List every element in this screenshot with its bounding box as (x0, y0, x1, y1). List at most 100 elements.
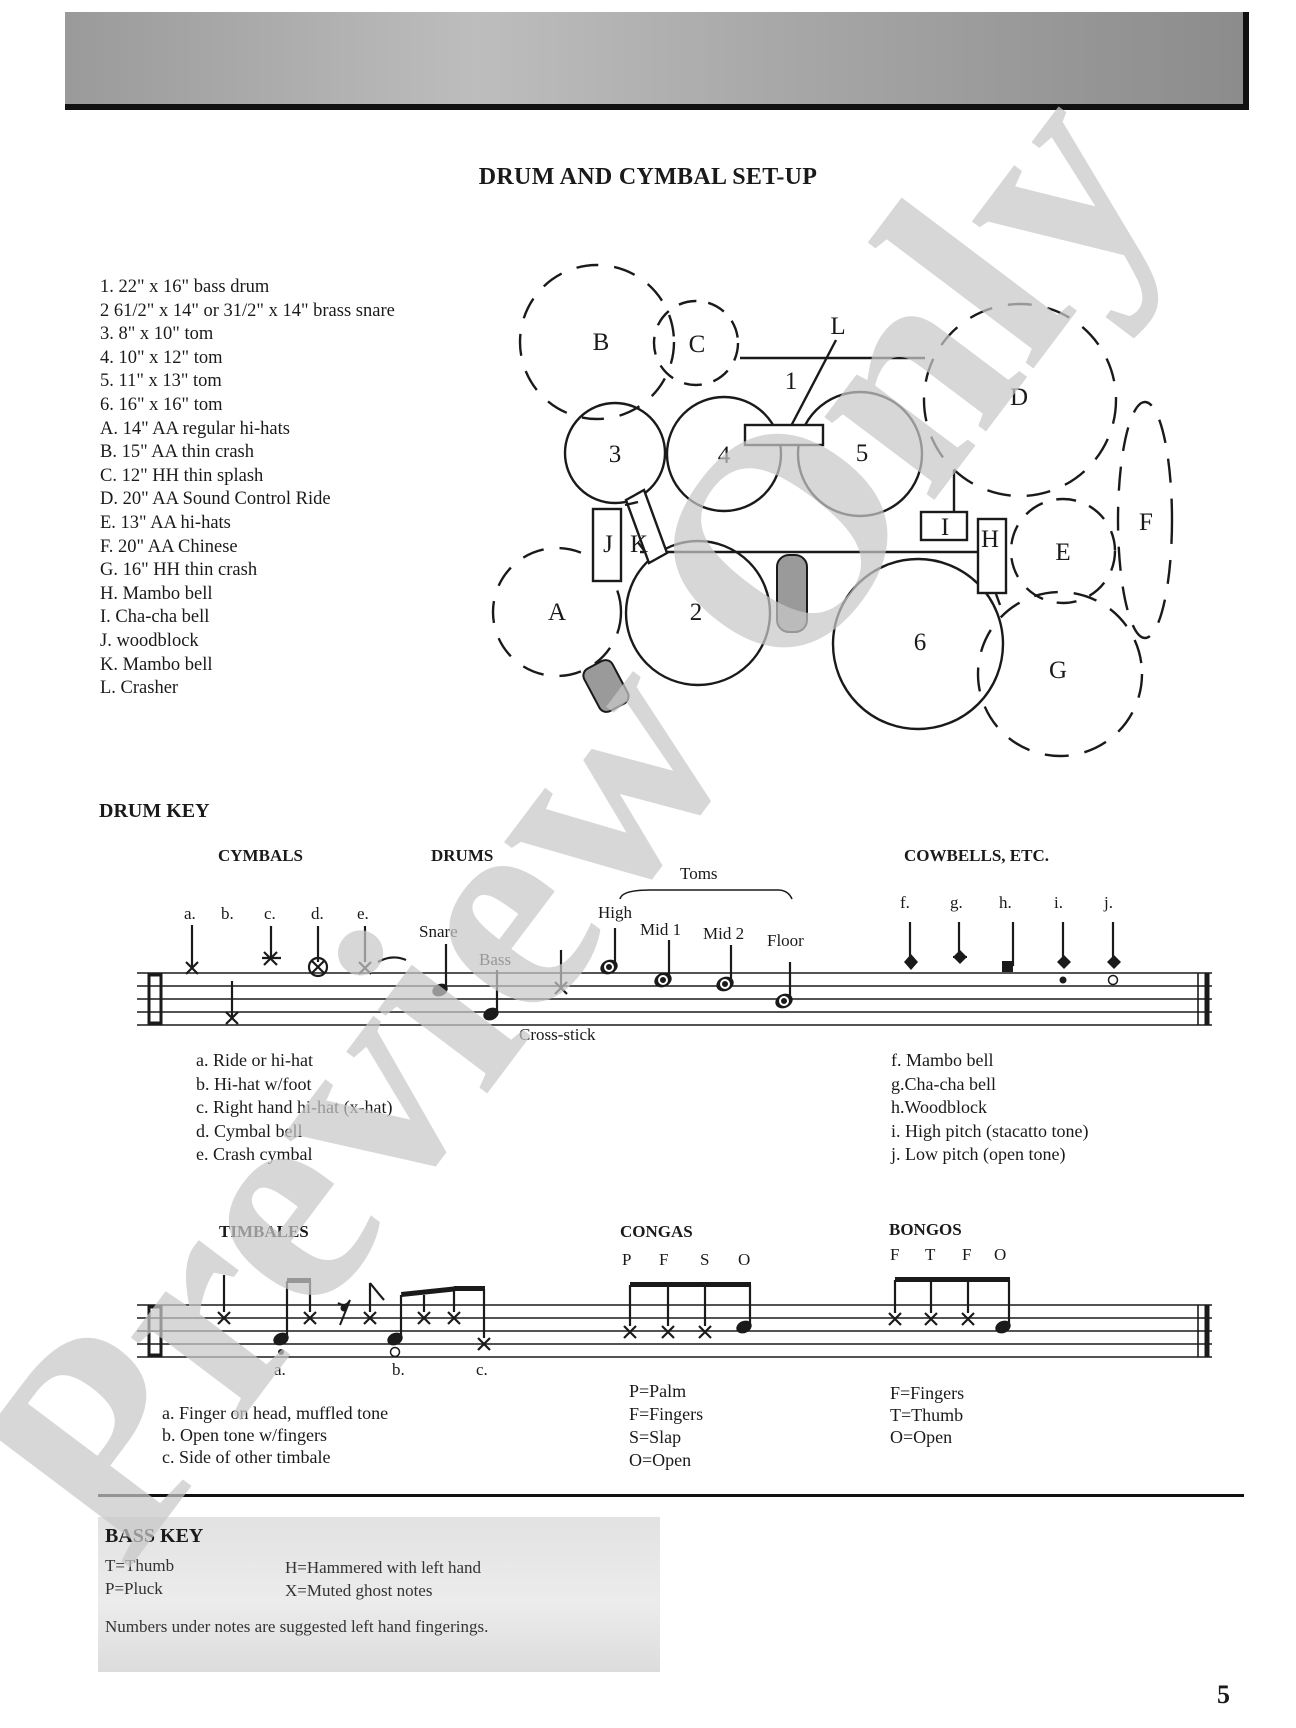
timbale-letter-c: c. (476, 1360, 488, 1379)
label-K: K (630, 531, 648, 558)
cymbal-letter-c: c. (264, 904, 276, 923)
conga-stroke-f: F (659, 1250, 669, 1269)
cymbal-c (652, 299, 740, 387)
bongo-descriptions: F=Fingers T=Thumb O=Open (890, 1382, 964, 1448)
legend-item: C. 12" HH thin splash (100, 465, 264, 486)
conga-descriptions: P=Palm F=Fingers S=Slap O=Open (629, 1380, 703, 1472)
cross-stick-label: Cross-stick (519, 1025, 596, 1044)
tom-3 (563, 401, 667, 505)
page-title: DRUM AND CYMBAL SET-UP (478, 164, 818, 190)
section-divider (98, 1494, 1244, 1497)
bongo-stroke-f2: F (962, 1245, 972, 1264)
mid2-tom-label: Mid 2 (703, 924, 745, 943)
label-J: J (603, 531, 613, 558)
label-H: H (981, 526, 999, 553)
cymbal-desc: a. Ride or hi-hat (196, 1050, 313, 1070)
cymbal-f (1116, 400, 1174, 640)
label-5: 5 (856, 440, 869, 467)
bass-key-heading: BASS KEY (105, 1525, 204, 1547)
bass-key-item: H=Hammered with left hand (285, 1558, 482, 1577)
legend-item: J. woodblock (100, 630, 199, 651)
cymbal-desc: e. Crash cymbal (196, 1144, 313, 1165)
setup-legend: 1. 22" x 16" bass drum 2 61/2" x 14" or … (100, 276, 395, 701)
timbale-desc: a. Finger on head, muffled tone (162, 1403, 389, 1423)
conga-desc: S=Slap (629, 1427, 682, 1447)
cymbal-desc: d. Cymbal bell (196, 1120, 303, 1141)
bongo-desc: O=Open (890, 1427, 953, 1447)
mambo-bell-h-box (976, 517, 1008, 595)
conga-desc: O=Open (629, 1450, 692, 1470)
legend-item: G. 16" HH thin crash (100, 560, 258, 581)
high-tom-label: High (598, 903, 632, 922)
legend-item: I. Cha-cha bell (100, 607, 210, 628)
timbale-desc: b. Open tone w/fingers (162, 1425, 327, 1445)
bongo-stroke-t: T (925, 1245, 936, 1264)
label-3: 3 (609, 441, 622, 468)
cowbell-letter-i: i. (1054, 893, 1063, 912)
woodblock-box (591, 507, 623, 583)
legend-item: K. Mambo bell (100, 654, 213, 675)
conga-stroke-o: O (738, 1250, 751, 1269)
bass-key-box (98, 1517, 660, 1672)
legend-item: F. 20" AA Chinese (100, 536, 238, 557)
bass-key-left: T=Thumb P=Pluck (105, 1554, 174, 1600)
conga-stroke-p: P (622, 1250, 632, 1269)
legend-item: L. Crasher (100, 678, 179, 699)
legend-item: H. Mambo bell (100, 583, 213, 604)
bongos-heading: BONGOS (889, 1220, 962, 1239)
label-6: 6 (914, 629, 927, 656)
drum-key-heading: DRUM KEY (99, 800, 210, 822)
label-C: C (689, 331, 706, 358)
legend-item: B. 15" AA thin crash (100, 442, 255, 463)
label-L: L (830, 313, 845, 340)
congas-heading: CONGAS (620, 1222, 693, 1241)
tom-6 (831, 557, 1005, 731)
header-bar (65, 12, 1249, 110)
cowbell-letter-g: g. (950, 893, 963, 912)
snare-drum (624, 539, 772, 687)
cymbal-desc: c. Right hand hi-hat (x-hat) (196, 1097, 393, 1118)
label-2: 2 (690, 599, 703, 626)
cymbal-desc: b. Hi-hat w/foot (196, 1073, 312, 1094)
legend-item: 1. 22" x 16" bass drum (100, 277, 270, 297)
cowbells-heading: COWBELLS, ETC. (904, 846, 1050, 865)
legend-item: D. 20" AA Sound Control Ride (100, 489, 331, 510)
conga-desc: P=Palm (629, 1381, 687, 1401)
cymbals-heading: CYMBALS (218, 846, 304, 865)
snare-label: Snare (419, 922, 458, 941)
bass-pedal (776, 554, 808, 633)
crasher-box (743, 423, 825, 447)
label-A: A (548, 599, 566, 626)
bass-key-right: H=Hammered with left hand X=Muted ghost … (285, 1556, 481, 1602)
hihat-pedal (582, 659, 630, 713)
label-1: 1 (785, 368, 798, 395)
cowbell-letter-h: h. (999, 893, 1012, 912)
cowbell-desc: i. High pitch (stacatto tone) (891, 1120, 1089, 1141)
timbale-descriptions: a. Finger on head, muffled tone b. Open … (162, 1402, 388, 1468)
bass-key-item: P=Pluck (105, 1579, 163, 1598)
cymbal-letter-e: e. (357, 904, 369, 923)
cowbell-desc: g.Cha-cha bell (891, 1073, 996, 1094)
page-number: 5 (1217, 1680, 1230, 1709)
cymbal-letter-a: a. (184, 904, 196, 923)
label-D: D (1010, 384, 1028, 411)
cha-cha-bell-box (919, 510, 969, 542)
legend-item: E. 13" AA hi-hats (100, 512, 231, 533)
label-F: F (1139, 509, 1153, 536)
floor-tom-label: Floor (767, 931, 804, 950)
cowbell-letter-f: f. (900, 893, 910, 912)
label-I: I (941, 514, 949, 541)
label-G: G (1049, 657, 1067, 684)
cowbell-letter-j: j. (1104, 893, 1113, 912)
bongo-desc: T=Thumb (890, 1405, 964, 1425)
cymbal-letter-b: b. (221, 904, 234, 923)
timbales-heading: TIMBALES (219, 1222, 309, 1241)
cymbal-letter-d: d. (311, 904, 324, 923)
bongo-stroke-f: F (890, 1245, 900, 1264)
bass-key-item: X=Muted ghost notes (285, 1581, 433, 1600)
cowbell-desc: h.Woodblock (891, 1097, 988, 1118)
cymbal-b (518, 263, 676, 421)
crasher-stand (788, 339, 838, 429)
